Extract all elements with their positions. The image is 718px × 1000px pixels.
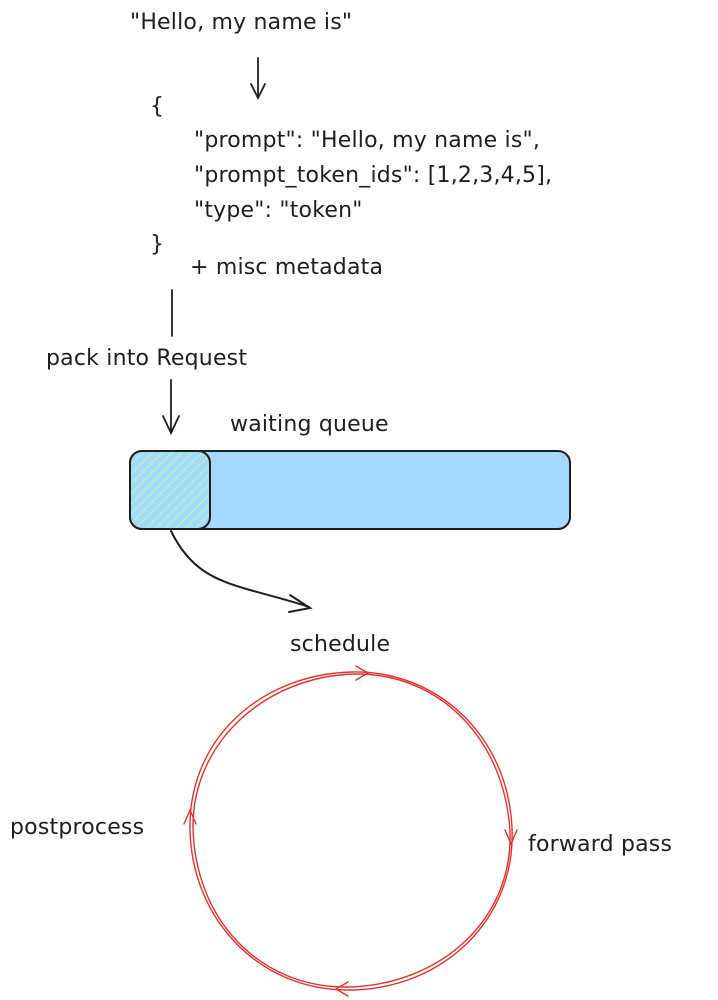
loop-arrowhead-top bbox=[355, 665, 370, 681]
arrow-queue-to-schedule bbox=[170, 530, 313, 613]
loop-arrowhead-right bbox=[504, 829, 518, 846]
input-string: "Hello, my name is" bbox=[130, 10, 353, 35]
loop-label-forward-pass: forward pass bbox=[528, 832, 673, 857]
request-field-token-ids: "prompt_token_ids": [1,2,3,4,5], bbox=[194, 163, 553, 188]
request-close-brace: } bbox=[150, 232, 165, 257]
pack-label: pack into Request bbox=[46, 346, 248, 371]
arrow-input-to-request bbox=[250, 57, 266, 101]
loop-label-postprocess: postprocess bbox=[10, 815, 145, 840]
metadata-note: + misc metadata bbox=[190, 255, 384, 280]
queued-request-cell bbox=[129, 450, 211, 530]
arrow-pack-into-request bbox=[162, 289, 180, 436]
request-field-prompt: "prompt": "Hello, my name is", bbox=[194, 128, 541, 153]
loop-arrowhead-bottom bbox=[334, 981, 349, 997]
request-field-type: "type": "token" bbox=[194, 198, 363, 223]
queue-label: waiting queue bbox=[230, 412, 389, 437]
loop-arrowhead-left bbox=[183, 808, 197, 825]
request-open-brace: { bbox=[150, 94, 165, 119]
processing-loop bbox=[183, 665, 518, 997]
loop-label-schedule: schedule bbox=[290, 632, 391, 657]
